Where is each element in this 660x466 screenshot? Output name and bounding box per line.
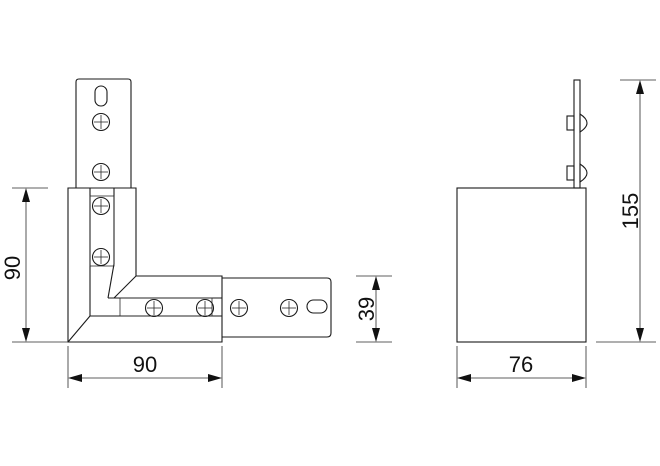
side-housing <box>456 187 587 343</box>
screw <box>91 247 111 267</box>
vertical-mounting-plate <box>75 78 132 188</box>
screw <box>91 112 111 132</box>
horizontal-mounting-plate <box>222 277 332 338</box>
screws <box>91 112 299 318</box>
dim-label-arm-height: 39 <box>354 297 379 321</box>
side-screw <box>566 162 588 184</box>
l-housing <box>67 187 223 343</box>
inner-joint-horizontal <box>119 297 213 317</box>
dimension-side-height: 155 <box>596 79 656 343</box>
screw <box>195 298 215 318</box>
screw <box>91 196 111 216</box>
screw <box>91 162 111 182</box>
screw <box>279 298 299 318</box>
dimension-left-height: 90 <box>0 187 68 343</box>
front-view <box>67 78 332 343</box>
slot-hole <box>306 299 328 314</box>
screw <box>144 298 164 318</box>
dim-label-left-height: 90 <box>0 256 25 280</box>
dim-label-side-width: 76 <box>509 352 533 377</box>
inner-joint-vertical <box>89 195 115 267</box>
dim-label-side-height: 155 <box>618 193 643 230</box>
side-view <box>456 79 588 343</box>
dimension-left-width: 90 <box>67 346 223 388</box>
dimension-side-width: 76 <box>456 346 587 388</box>
slot-hole <box>94 85 108 107</box>
dimension-arm-height: 39 <box>354 275 392 343</box>
dim-label-left-width: 90 <box>133 352 157 377</box>
side-mounting-plate <box>573 79 581 189</box>
side-screw <box>566 112 588 134</box>
screw <box>229 298 249 318</box>
